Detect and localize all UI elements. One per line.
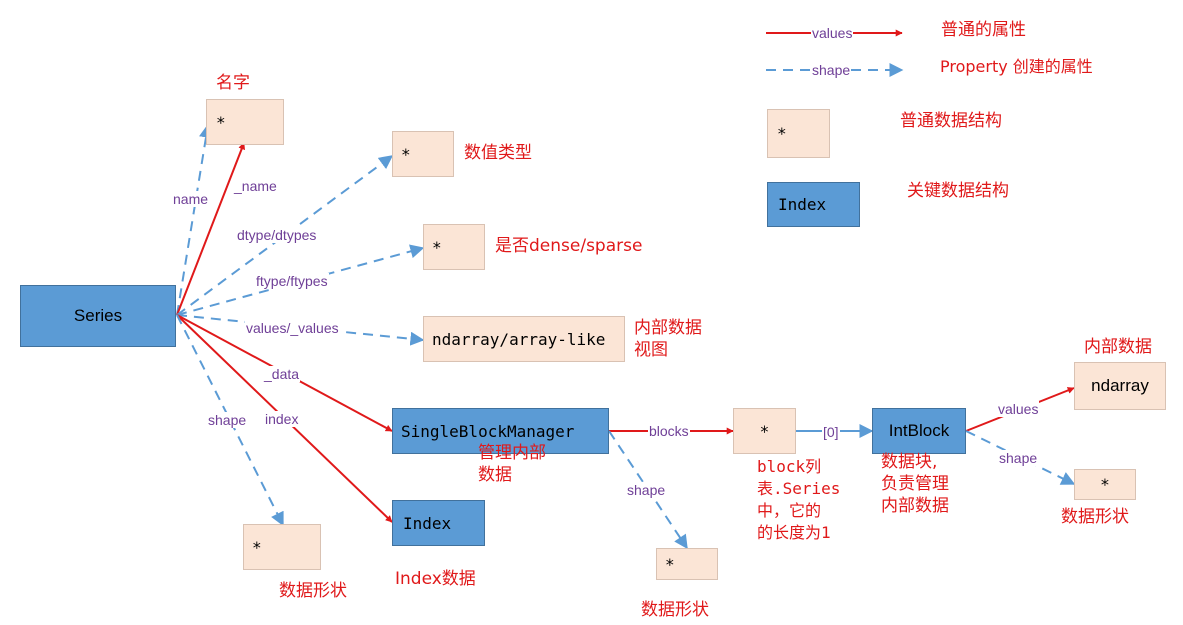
- edge-label-dtype: dtype/dtypes: [236, 227, 318, 243]
- index-node: Index: [392, 500, 485, 546]
- ftype-node: *: [423, 224, 485, 270]
- name-annotation: 名字: [216, 73, 250, 93]
- ib-shape-annotation: 数据形状: [1061, 507, 1129, 527]
- blocks-node: *: [733, 408, 796, 454]
- blocks-annotation-line3: 中，它的: [757, 501, 822, 520]
- edge-label-ib-shape: shape: [998, 450, 1039, 466]
- blocks-annotation-line2: 表.Series: [757, 479, 841, 498]
- shape-annotation: 数据形状: [279, 581, 347, 601]
- index-annotation: Index数据: [395, 569, 476, 589]
- legend-dashed-desc: Property 创建的属性: [940, 57, 1093, 76]
- values-annotation-line2: 视图: [634, 340, 668, 360]
- edge-label-sbm-shape: shape: [626, 482, 667, 498]
- values-annotation: 内部数据 视图: [634, 317, 702, 361]
- legend-solid-label: values: [811, 25, 854, 41]
- edge-label-_name: _name: [233, 178, 278, 194]
- blocks-annotation-line4: 的长度为1: [757, 523, 831, 542]
- intblock-annotation-line1: 数据块,: [881, 452, 938, 472]
- intblock-label: IntBlock: [888, 421, 950, 440]
- sbm-shape-annotation: 数据形状: [641, 600, 709, 620]
- sbm-annotation-line2: 数据: [478, 465, 512, 485]
- name-node-label: *: [216, 112, 226, 132]
- edge-label-blocks: blocks: [648, 423, 690, 439]
- sbm-shape-node: *: [656, 548, 718, 580]
- edge-label-_data: _data: [263, 366, 301, 382]
- intblock-annotation-line2: 负责管理: [881, 474, 949, 494]
- blocks-annotation-line1: block列: [757, 457, 822, 476]
- ftype-node-label: *: [432, 237, 442, 257]
- values-node: ndarray/array-like: [423, 316, 625, 362]
- sbm-annotation: 管理内部 数据: [478, 442, 546, 486]
- values-annotation-line1: 内部数据: [634, 318, 702, 338]
- series-node: Series: [20, 285, 176, 347]
- shape-node: *: [243, 524, 321, 570]
- ndarray-node-label: ndarray: [1091, 376, 1149, 395]
- single-block-manager-node: SingleBlockManager: [392, 408, 609, 454]
- dtype-node-label: *: [401, 144, 411, 164]
- series-label: Series: [73, 306, 123, 325]
- single-block-manager-label: SingleBlockManager: [401, 421, 575, 441]
- edge-label-ftype: ftype/ftypes: [255, 273, 329, 289]
- edge-label-shape: shape: [207, 412, 248, 428]
- legend-blue-symbol: Index: [778, 195, 827, 214]
- dtype-node: *: [392, 131, 454, 177]
- edge-label-index: index: [264, 411, 300, 427]
- edge-label-values: values/_values: [245, 320, 340, 336]
- ndarray-annotation: 内部数据: [1084, 337, 1152, 357]
- intblock-annotation: 数据块, 负责管理 内部数据: [881, 451, 949, 517]
- ndarray-node: ndarray: [1074, 362, 1166, 410]
- legend-peach-box: *: [767, 109, 830, 158]
- legend-peach-desc: 普通数据结构: [900, 111, 1002, 131]
- legend-blue-desc: 关键数据结构: [907, 181, 1009, 201]
- sbm-shape-node-label: *: [665, 554, 675, 574]
- intblock-node: IntBlock: [872, 408, 966, 454]
- edge-label-zero: [0]: [822, 424, 840, 440]
- edge-shape: [176, 314, 284, 527]
- index-node-label: Index: [403, 513, 452, 533]
- values-node-label: ndarray/array-like: [432, 329, 606, 349]
- edge-label-name: name: [172, 191, 210, 207]
- ib-shape-node-label: *: [1100, 475, 1110, 494]
- edge-dtype: [176, 155, 394, 316]
- dtype-annotation: 数值类型: [464, 143, 532, 163]
- legend-dashed-label: shape: [811, 62, 852, 78]
- blocks-annotation: block列 表.Series 中，它的 的长度为1: [757, 456, 840, 544]
- edge-label-ib-values: values: [997, 401, 1040, 417]
- name-node: *: [206, 99, 284, 145]
- legend-peach-symbol: *: [777, 124, 787, 143]
- legend-solid-desc: 普通的属性: [941, 20, 1026, 40]
- legend-blue-box: Index: [767, 182, 860, 227]
- shape-node-label: *: [252, 537, 262, 557]
- intblock-annotation-line3: 内部数据: [881, 496, 949, 516]
- edge-name: [176, 123, 213, 316]
- sbm-annotation-line1: 管理内部: [478, 443, 546, 463]
- blocks-node-label: *: [759, 421, 770, 441]
- ftype-annotation: 是否dense/sparse: [495, 236, 643, 256]
- ib-shape-node: *: [1074, 469, 1136, 500]
- edge-_name: [176, 142, 245, 316]
